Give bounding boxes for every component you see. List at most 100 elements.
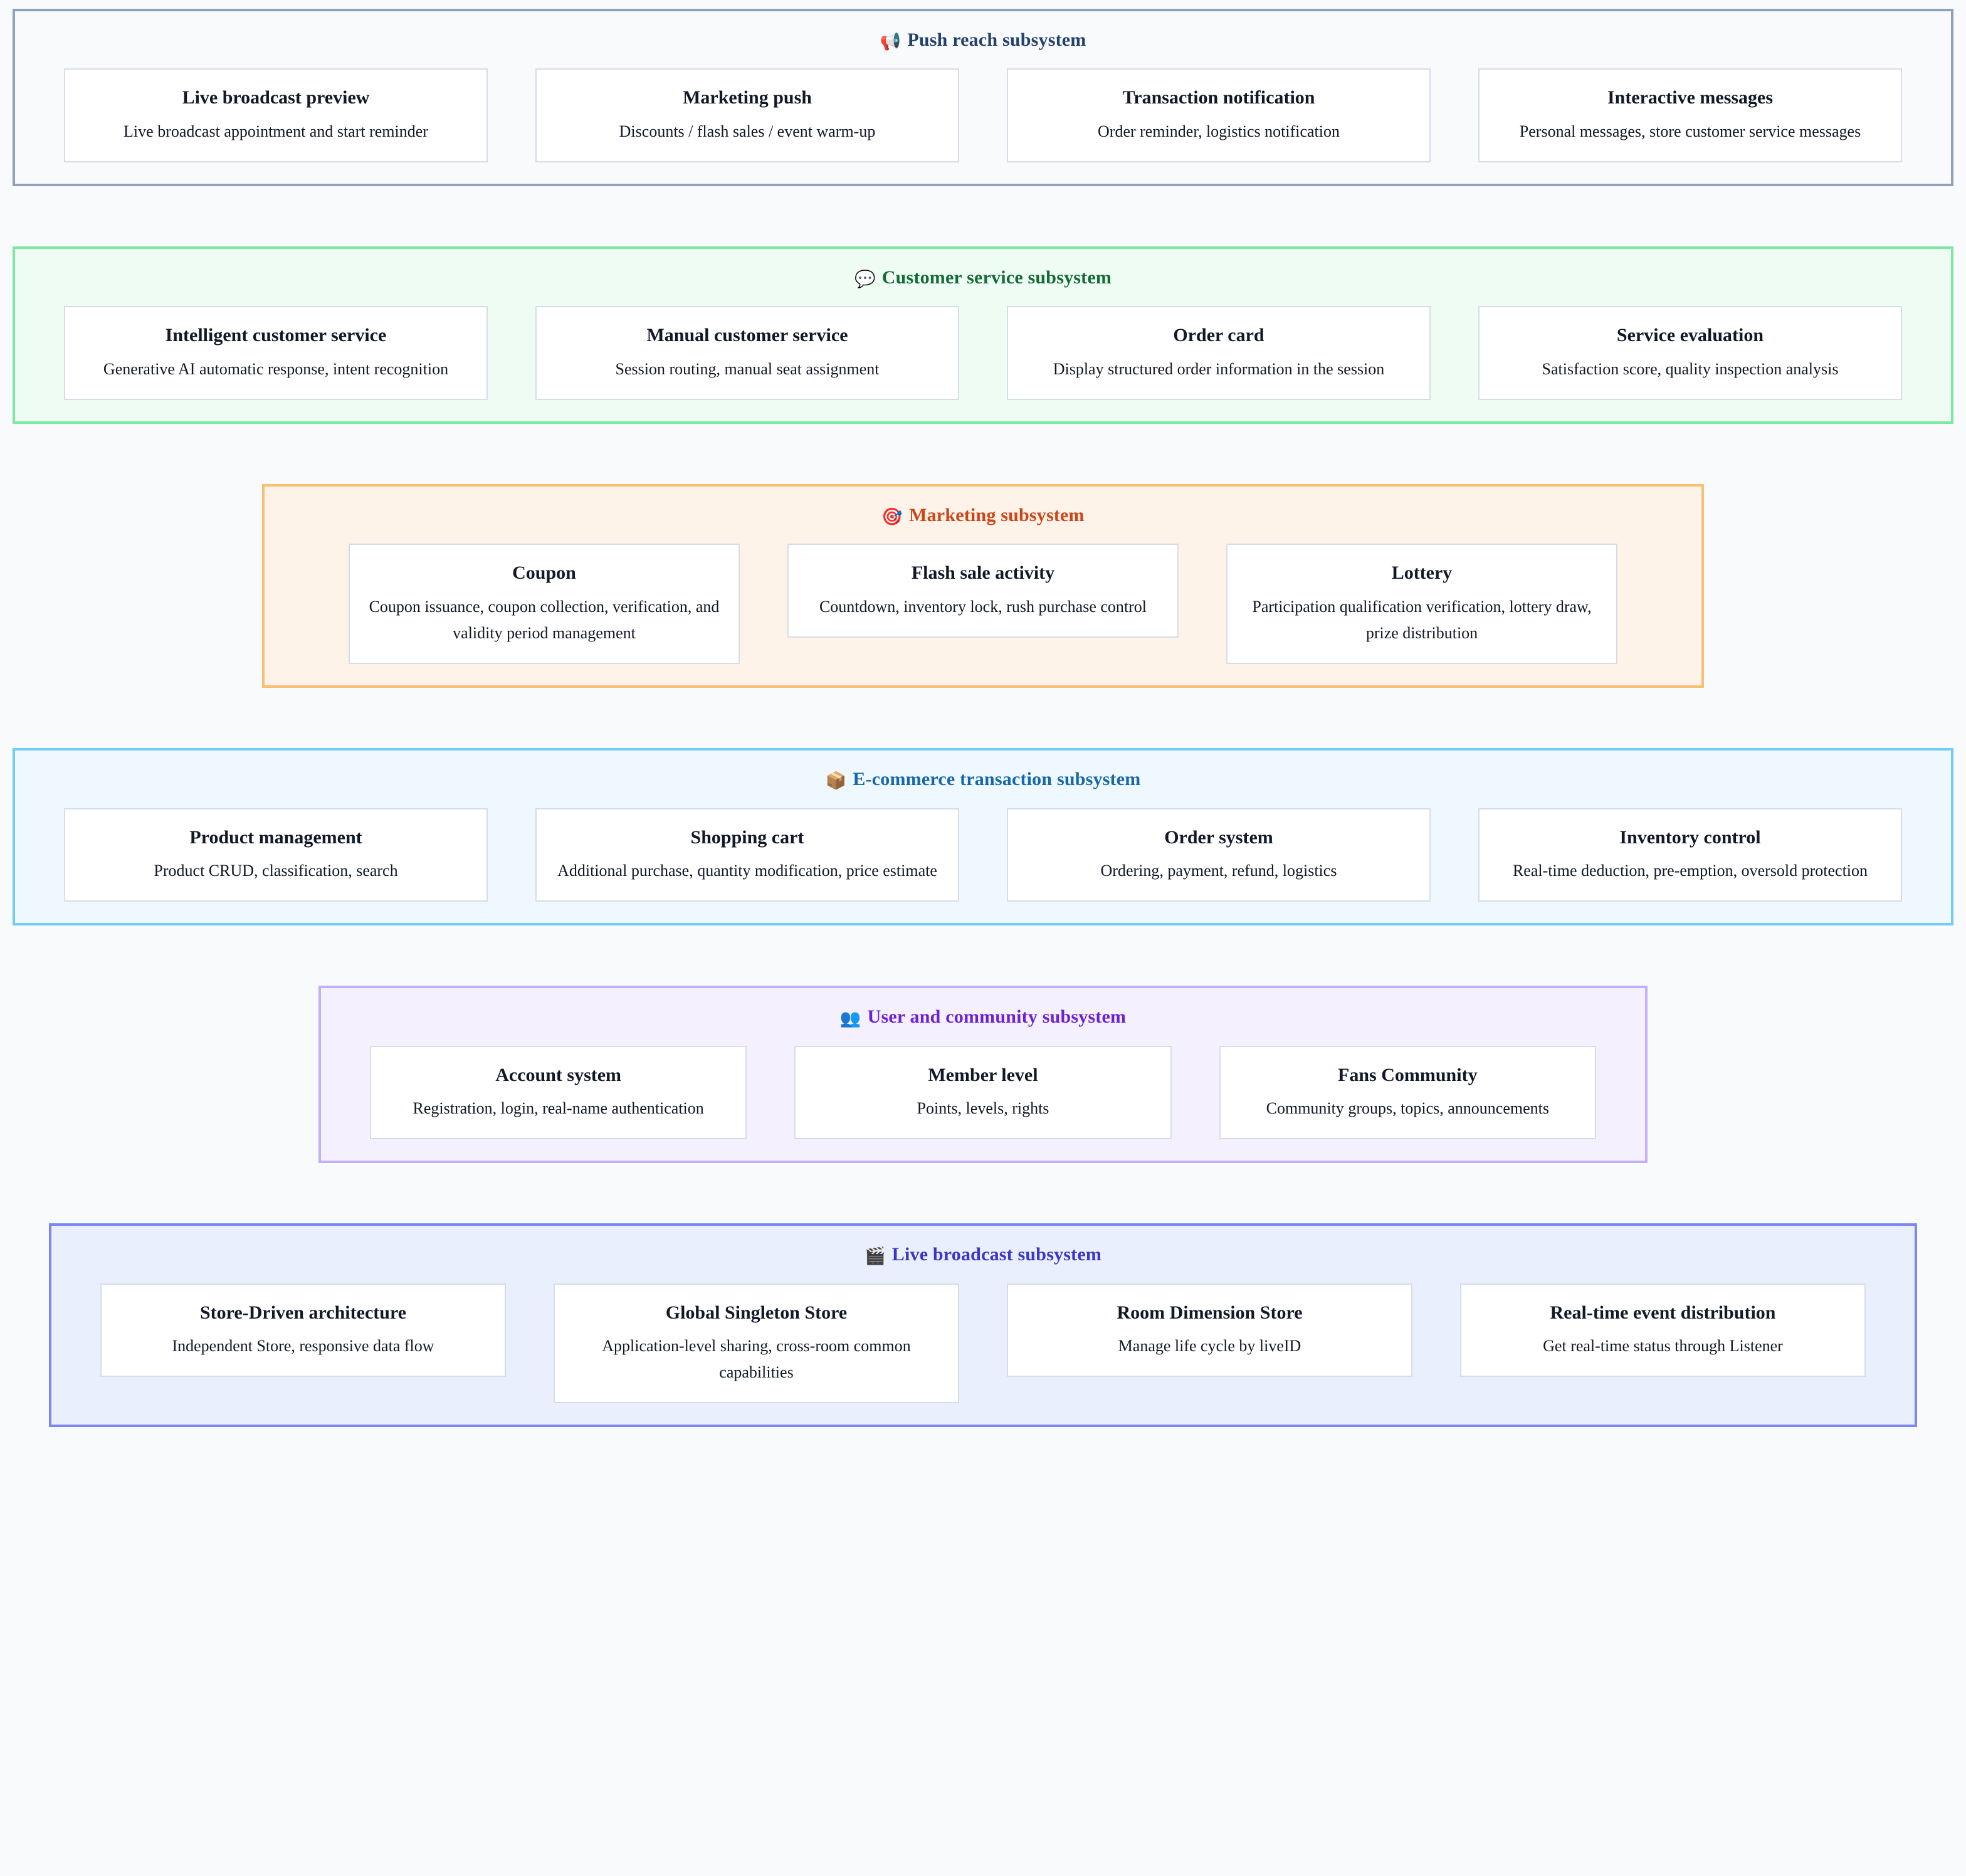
module-card-description: Get real-time status through Listener (1543, 1337, 1783, 1355)
module-card-title: Order system (1164, 826, 1273, 848)
module-card-description: Additional purchase, quantity modificati… (557, 862, 937, 880)
module-card-description: Display structured order information in … (1053, 359, 1385, 378)
module-card-description: Registration, login, real-name authentic… (413, 1099, 704, 1117)
module-card-description: Participation qualification verification… (1252, 597, 1592, 642)
module-card-description: Personal messages, store customer servic… (1519, 122, 1861, 140)
module-card-title: Transaction notification (1122, 87, 1315, 108)
subsystem-title-customer-service: 💬Customer service subsystem (15, 266, 1951, 290)
module-card-description: Session routing, manual seat assignment (615, 359, 880, 378)
subsystem-title-live-broadcast: 🎬Live broadcast subsystem (51, 1243, 1915, 1267)
target-dart-icon: 🎯 (881, 507, 903, 527)
module-card-description: Points, levels, rights (917, 1099, 1049, 1117)
module-card-description: Discounts / flash sales / event warm-up (619, 122, 876, 140)
module-card-description: Ordering, payment, refund, logistics (1100, 862, 1337, 880)
module-card-title: Member level (928, 1064, 1038, 1085)
band-spacer (13, 424, 1953, 484)
module-card-description: Community groups, topics, announcements (1266, 1099, 1549, 1117)
module-card-description: Live broadcast appointment and start rem… (124, 122, 428, 140)
module-card-title: Product management (189, 826, 362, 848)
module-card-title: Room Dimension Store (1117, 1302, 1303, 1323)
subsystem-title-marketing: 🎯 Marketing subsystem (265, 504, 1701, 527)
module-card-description: Coupon issuance, coupon collection, veri… (369, 597, 720, 642)
module-card-title: Real-time event distribution (1550, 1302, 1776, 1323)
module-card-title: Coupon (512, 562, 576, 584)
megaphone-icon: 📢 (880, 32, 902, 51)
clapper-board-icon: 🎬 (864, 1246, 886, 1267)
subsystem-title-label: Push reach subsystem (907, 29, 1086, 50)
package-box-icon: 📦 (825, 771, 847, 791)
module-card-description: Independent Store, responsive data flow (172, 1337, 434, 1355)
module-card-description: Application-level sharing, cross-room co… (602, 1337, 911, 1382)
module-card-title: Order card (1173, 325, 1264, 346)
module-card-title: Live broadcast preview (182, 87, 370, 108)
speech-balloon-icon: 💬 (854, 270, 876, 289)
module-card-title: Lottery (1391, 562, 1453, 584)
module-card-description: Generative AI automatic response, intent… (103, 359, 449, 378)
module-card-title: Global Singleton Store (665, 1302, 848, 1323)
module-card-description: Order reminder, logistics notification (1098, 122, 1340, 140)
subsystem-title-label: Marketing subsystem (909, 505, 1085, 525)
module-card-title: Manual customer service (646, 325, 848, 346)
subsystem-title-e-commerce-transaction: 📦 E-commerce transaction subsystem (15, 768, 1951, 791)
subsystem-title-label: Live broadcast subsystem (891, 1244, 1102, 1265)
module-card-title: Intelligent customer service (165, 325, 387, 346)
subsystem-title-label: User and community subsystem (867, 1006, 1127, 1028)
subsystem-title-label: E-commerce transaction subsystem (853, 769, 1141, 790)
module-card-title: Service evaluation (1616, 325, 1764, 346)
band-spacer (13, 688, 1953, 748)
subsystem-title-push-reach: 📢 Push reach subsystem (15, 29, 1951, 52)
